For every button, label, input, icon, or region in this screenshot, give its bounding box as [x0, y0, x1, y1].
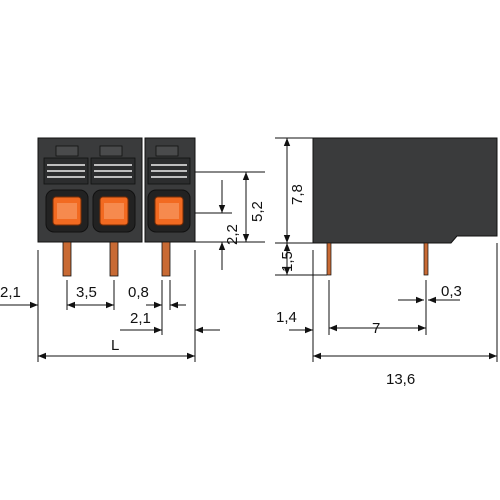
- dim-pin-offset: 2,1: [120, 310, 220, 334]
- dim-height-total: 5,2: [242, 172, 266, 242]
- pin-2: [109, 241, 119, 277]
- dim-depth: 13,6: [313, 352, 497, 388]
- svg-text:0,3: 0,3: [441, 283, 462, 300]
- svg-text:7: 7: [372, 320, 380, 337]
- side-pin-1: [326, 242, 332, 276]
- svg-text:2,2: 2,2: [224, 224, 241, 245]
- svg-text:1,4: 1,4: [276, 309, 297, 326]
- svg-text:2,1: 2,1: [130, 310, 151, 327]
- housing-front: [37, 137, 196, 243]
- dim-pin-thickness: 0,3: [398, 283, 462, 304]
- svg-text:3,5: 3,5: [76, 284, 97, 301]
- front-view: 2,1 3,5 0,8 2,1 L 5,2: [0, 137, 266, 362]
- solder-pins-front: [62, 241, 171, 277]
- dim-pin-spacing: 7: [329, 320, 426, 337]
- grill-1: [43, 157, 89, 185]
- svg-text:5,2: 5,2: [249, 201, 266, 222]
- svg-text:0,8: 0,8: [128, 284, 149, 301]
- dim-pitch: 3,5: [67, 284, 114, 309]
- pin-3: [161, 241, 171, 277]
- dim-pin-width: 0,8: [128, 284, 186, 309]
- housing-side: [312, 137, 498, 244]
- dim-overhang-left: 2,1: [0, 284, 38, 309]
- dim-height-lower: 2,2: [218, 180, 241, 270]
- grill-3: [147, 157, 191, 185]
- svg-text:7,8: 7,8: [289, 184, 306, 205]
- grill-2: [90, 157, 136, 185]
- dim-pin-inset: 1,4: [276, 309, 313, 334]
- side-view: 7,8 1,5 1,4 7 0,3 13,6: [275, 137, 498, 388]
- svg-text:13,6: 13,6: [386, 371, 415, 388]
- pin-1: [62, 241, 72, 277]
- dim-pin-length: 1,5: [279, 243, 296, 275]
- svg-text:1,5: 1,5: [279, 251, 296, 272]
- svg-text:L: L: [111, 337, 119, 354]
- dim-side-height: 7,8: [283, 138, 306, 243]
- dim-length: L: [38, 337, 195, 360]
- svg-text:2,1: 2,1: [0, 284, 21, 301]
- side-pin-2: [423, 242, 429, 276]
